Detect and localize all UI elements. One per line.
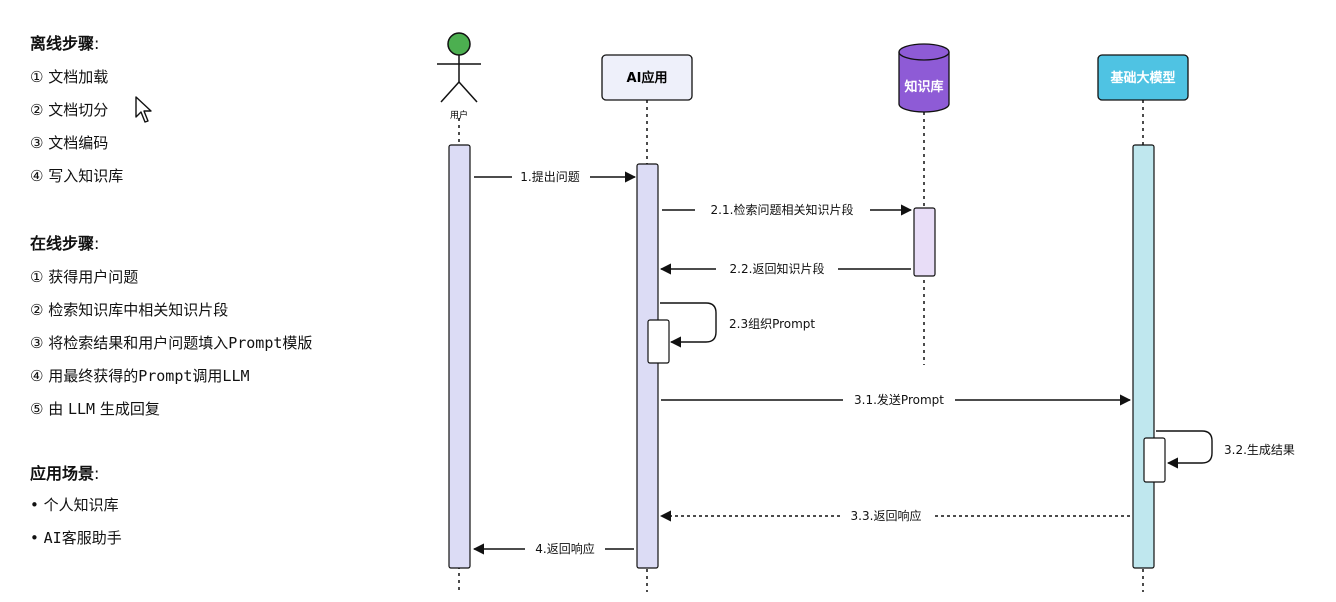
online-title: 在线步骤:: [30, 234, 100, 253]
scenario-2: • AI客服助手: [30, 529, 122, 547]
online-step-5: ⑤ 由 LLM 生成回复: [30, 400, 160, 418]
app-label: AI应用: [627, 70, 668, 86]
online-step-4: ④ 用最终获得的Prompt调用LLM: [30, 367, 250, 385]
user-head: [447, 32, 471, 56]
user-activation: [448, 144, 471, 569]
message-3-1: 3.1.发送Prompt: [661, 392, 1132, 407]
offline-step-1: ① 文档加载: [30, 68, 109, 86]
message-2-3-label: 2.3组织Prompt: [729, 317, 815, 331]
message-3-2: 3.2.生成结果: [1156, 430, 1295, 469]
message-2-2: 2.2.返回知识片段: [659, 261, 911, 276]
offline-title: 离线步骤:: [30, 34, 100, 53]
online-step-3: ③ 将检索结果和用户问题填入Prompt模版: [30, 334, 313, 352]
app-activation: [636, 163, 659, 569]
user-actor: 用户: [437, 32, 481, 121]
offline-step-4: ④ 写入知识库: [30, 167, 124, 185]
scenario-1: • 个人知识库: [30, 496, 119, 514]
message-2-1-label: 2.1.检索问题相关知识片段: [711, 202, 854, 217]
message-2-3: 2.3组织Prompt: [660, 302, 815, 348]
message-2-2-label: 2.2.返回知识片段: [730, 261, 825, 276]
kb-cylinder: 知识库: [898, 43, 950, 113]
message-3-1-label: 3.1.发送Prompt: [854, 392, 944, 407]
message-2-1: 2.1.检索问题相关知识片段: [662, 202, 913, 217]
message-3-2-label: 3.2.生成结果: [1224, 443, 1295, 457]
message-1-label: 1.提出问题: [520, 169, 579, 184]
cursor-icon: [135, 96, 152, 123]
kb-label: 知识库: [904, 79, 943, 95]
message-4-label: 4.返回响应: [535, 541, 594, 556]
message-3-3: 3.3.返回响应: [659, 508, 1130, 523]
model-self-activation: [1143, 437, 1166, 483]
message-4: 4.返回响应: [472, 541, 634, 556]
online-step-1: ① 获得用户问题: [30, 268, 139, 286]
model-box: [1097, 54, 1189, 101]
message-1: 1.提出问题: [474, 169, 637, 184]
online-step-2: ② 检索知识库中相关知识片段: [30, 301, 229, 319]
offline-step-3: ③ 文档编码: [30, 134, 109, 152]
scenarios-title: 应用场景:: [30, 464, 100, 483]
offline-step-2: ② 文档切分: [30, 101, 109, 119]
model-activation: [1132, 144, 1155, 569]
kb-activation: [913, 207, 936, 277]
app-self-activation: [647, 319, 670, 364]
user-label: 用户: [450, 109, 468, 121]
steps-panel: 离线步骤: ① 文档加载 ② 文档切分 ③ 文档编码 ④ 写入知识库 在线步骤:…: [0, 0, 420, 602]
model-label: 基础大模型: [1109, 70, 1175, 86]
app-box: [601, 54, 693, 101]
message-3-3-label: 3.3.返回响应: [851, 508, 922, 523]
